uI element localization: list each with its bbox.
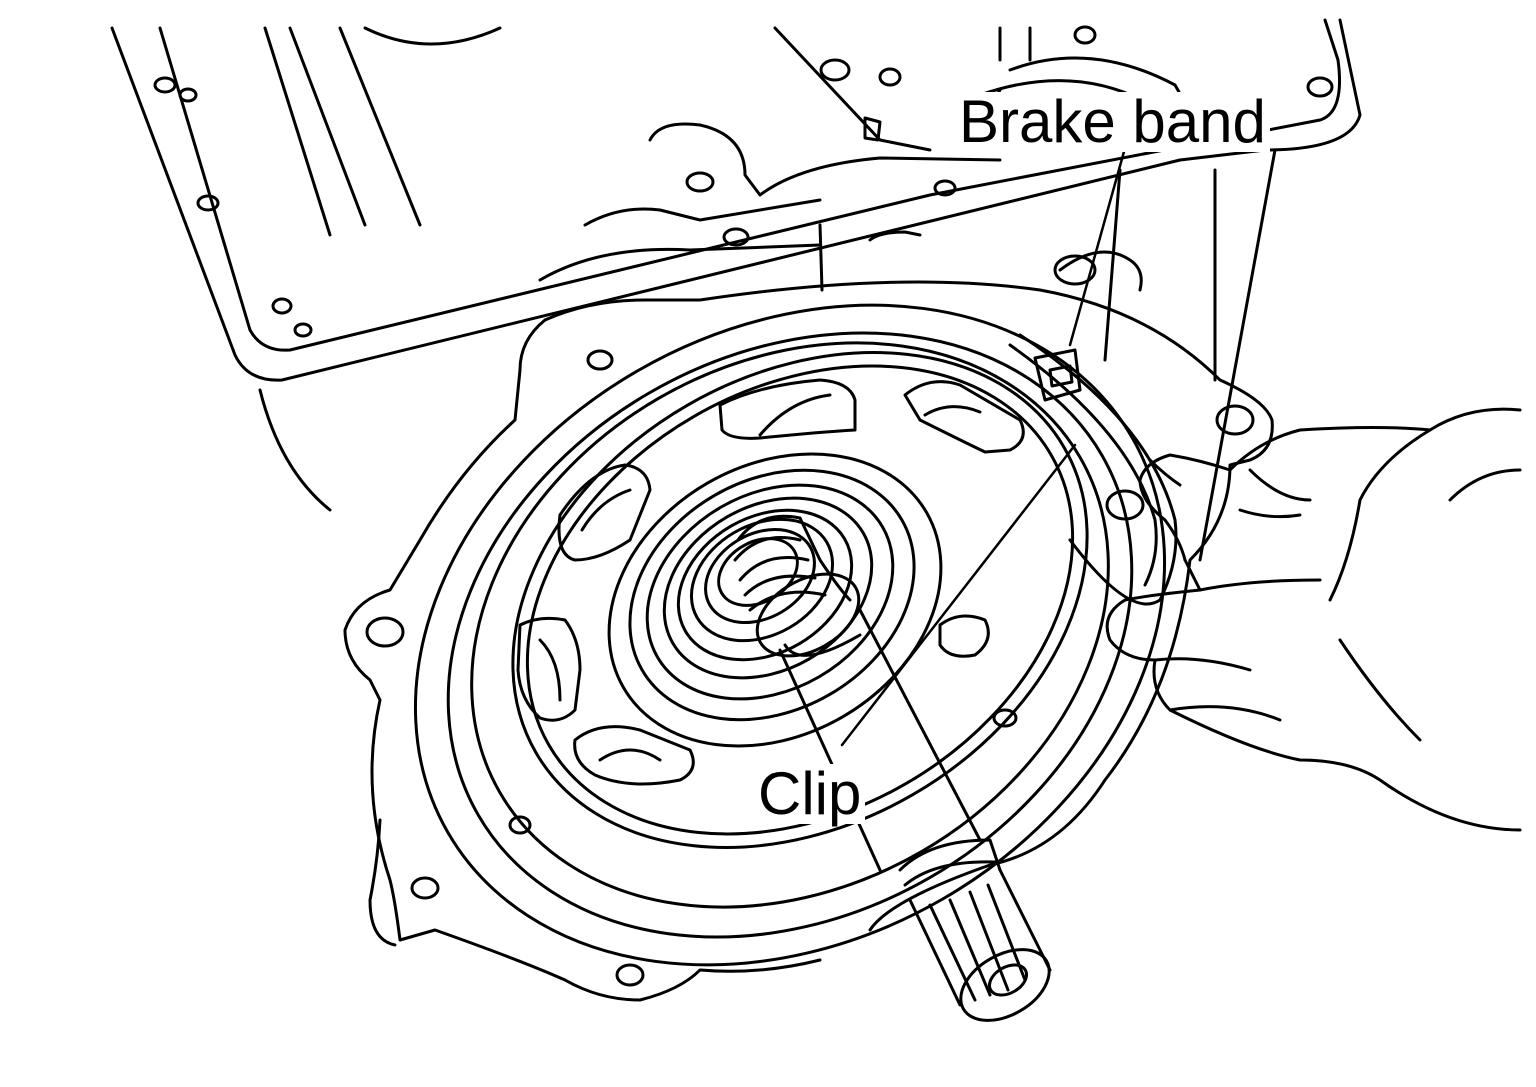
leader-lines	[840, 146, 1127, 747]
shaft	[733, 514, 1052, 1022]
hub-rings	[607, 452, 943, 748]
gasket-bolt-holes	[153, 25, 1334, 987]
upper-flange	[538, 56, 1197, 292]
brake-band-label: Brake band	[955, 92, 1270, 152]
case-cover	[343, 280, 1274, 1002]
drum-plate	[511, 351, 1089, 849]
drum-windows	[516, 378, 1025, 786]
clip-leader	[840, 443, 1077, 747]
clip-label: Clip	[754, 764, 866, 824]
brake-band	[1008, 333, 1178, 606]
outer-rings	[413, 303, 1167, 967]
hand	[1105, 407, 1522, 832]
brake-band-leader	[1068, 146, 1127, 347]
